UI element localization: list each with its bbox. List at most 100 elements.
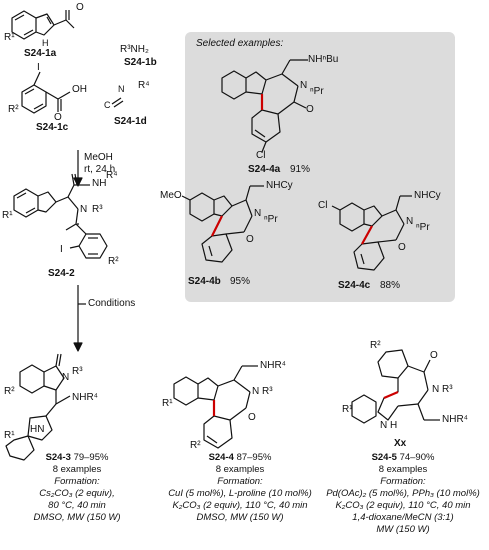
s24-3-yield: 79–95% xyxy=(73,452,109,463)
step1-time: rt, 24 h xyxy=(84,164,116,175)
selected-heading: Selected examples: xyxy=(196,38,284,49)
s24-4c-o: O xyxy=(398,242,406,253)
s24-5-cond-2: K₂CO₃ (2 equiv), 110 °C, 40 min xyxy=(335,500,471,511)
s24-2-n: N xyxy=(80,204,88,215)
s24-4c-n: N xyxy=(406,216,414,227)
s24-3-hn: HN xyxy=(30,424,45,435)
s24-3-r1: R¹ xyxy=(4,430,15,441)
conditions-label: Conditions xyxy=(88,298,136,309)
s24-1d-label: S24-1d xyxy=(114,116,147,127)
s24-4-label: S24-4 xyxy=(208,452,234,463)
s24-4-cond-2: K₂CO₃ (2 equiv), 110 °C, 40 min xyxy=(172,500,308,511)
s24-4-amide: NHR⁴ xyxy=(260,360,286,371)
isocyanide-c-label: C xyxy=(104,100,111,110)
s24-1a-label: S24-1a xyxy=(24,48,57,59)
r1-label: R¹ xyxy=(4,32,15,43)
s24-4-formation: Formation: xyxy=(217,476,263,487)
s24-5-nh: N H xyxy=(380,420,398,431)
ugi-adduct-structure xyxy=(13,173,108,259)
s24-4-o: O xyxy=(248,412,256,423)
s24-2-r3: R³ xyxy=(92,204,103,215)
s24-4-cond-3: DMSO, MW (150 W) xyxy=(196,512,284,523)
s24-2-r2: R² xyxy=(108,256,119,267)
iodobenzoic-acid-structure xyxy=(21,71,71,114)
acid-oh-label: OH xyxy=(72,84,87,95)
s24-2-nh: NH xyxy=(92,178,107,189)
new-bond-highlight-b xyxy=(211,215,223,237)
s24-5-examples: 8 examples xyxy=(378,464,428,475)
r2-label: R² xyxy=(8,104,19,115)
isocyanide-n-label: N xyxy=(118,84,125,94)
s24-3-n: N xyxy=(62,372,70,383)
s24-5-cond-4: MW (150 W) xyxy=(376,524,430,535)
s24-5-r1: R¹ xyxy=(342,404,353,415)
s24-4-structure xyxy=(173,365,258,449)
s24-4a-amide: NHⁿBu xyxy=(308,54,339,65)
s24-2-r1: R¹ xyxy=(2,210,13,221)
s24-3-r2: R² xyxy=(4,386,15,397)
s24-4-n: N xyxy=(252,386,260,397)
indole-carbaldehyde-structure xyxy=(11,10,75,40)
s24-2-iodo: I xyxy=(60,244,63,255)
s24-4c-npr: ⁿPr xyxy=(416,222,430,233)
s24-4a-sub: Cl xyxy=(256,150,266,161)
s24-4c-amide: NHCy xyxy=(414,190,441,201)
s24-1b-label: S24-1b xyxy=(124,57,157,68)
s24-5-structure xyxy=(351,349,440,424)
s24-5-amide: NHR⁴ xyxy=(442,414,468,425)
product-s24-3-info: S24-3 79–95% 8 examples Formation: Cs₂CO… xyxy=(2,452,152,524)
s24-4b-n: N xyxy=(254,208,262,219)
s24-4b-yield: 95% xyxy=(230,276,251,287)
s24-5-cond-1: Pd(OAc)₂ (5 mol%), PPh₃ (10 mol%) xyxy=(326,488,480,499)
s24-4c-structure xyxy=(331,195,412,271)
s24-3-cond-2: 80 °C, 40 min xyxy=(48,500,106,511)
s24-5-o: O xyxy=(430,350,438,361)
new-bond-highlight-c xyxy=(361,225,373,245)
s24-4a-yield: 91% xyxy=(290,164,311,175)
s24-3-formation: Formation: xyxy=(54,476,100,487)
s24-4c-label: S24-4c xyxy=(338,280,371,291)
s24-3-examples: 8 examples xyxy=(52,464,102,475)
s24-4b-npr: ⁿPr xyxy=(264,214,278,225)
s24-3-amide: NHR⁴ xyxy=(72,392,98,403)
s24-4b-o: O xyxy=(246,234,254,245)
s24-4b-sub: MeO xyxy=(160,190,182,201)
s24-4a-npr: ⁿPr xyxy=(310,86,324,97)
s24-4a-structure xyxy=(221,59,308,153)
s24-5-cond-3: 1,4-dioxane/MeCN (3:1) xyxy=(352,512,454,523)
nh-label: H xyxy=(42,38,49,48)
selected-examples-panel xyxy=(185,32,455,302)
s24-4a-n: N xyxy=(300,80,308,91)
s24-4-yield: 87–95% xyxy=(236,452,272,463)
s24-5-label: S24-5 xyxy=(371,452,397,463)
s24-4b-structure xyxy=(181,185,264,263)
product-s24-5-info: S24-5 74–90% 8 examples Formation: Pd(OA… xyxy=(318,452,488,536)
product-s24-4-info: S24-4 87–95% 8 examples Formation: CuI (… xyxy=(150,452,330,524)
s24-4c-sub: Cl xyxy=(318,200,328,211)
acid-o-label: O xyxy=(54,112,62,123)
s24-5-r2: R² xyxy=(370,340,381,351)
s24-1c-label: S24-1c xyxy=(36,122,69,133)
s24-3-cond-1: Cs₂CO₃ (2 equiv), xyxy=(39,488,115,499)
s24-4b-label: S24-4b xyxy=(188,276,221,287)
s24-4-r2: R² xyxy=(190,440,201,451)
s24-4a-label: S24-4a xyxy=(248,164,281,175)
isocyanide-structure xyxy=(111,97,124,108)
s24-2-label: S24-2 xyxy=(48,268,75,279)
s24-3-label: S24-3 xyxy=(45,452,71,463)
amine-formula: R³NH₂ xyxy=(120,44,149,55)
s24-5-r3: R³ xyxy=(442,384,453,395)
s24-4-examples: 8 examples xyxy=(215,464,265,475)
step1-solvent: MeOH xyxy=(84,152,113,163)
s24-5-formation: Formation: xyxy=(380,476,426,487)
s24-5-yield: 74–90% xyxy=(399,452,435,463)
aldehyde-o-label: O xyxy=(76,2,84,13)
s24-4-r1: R¹ xyxy=(162,398,173,409)
s24-3-r3: R³ xyxy=(72,366,83,377)
s24-5-n: N xyxy=(432,384,440,395)
s24-3-structure xyxy=(5,353,71,461)
s24-2-r4: R⁴ xyxy=(106,170,118,181)
new-bond-highlight-s24-5 xyxy=(383,390,399,400)
r4-label: R⁴ xyxy=(138,80,150,91)
